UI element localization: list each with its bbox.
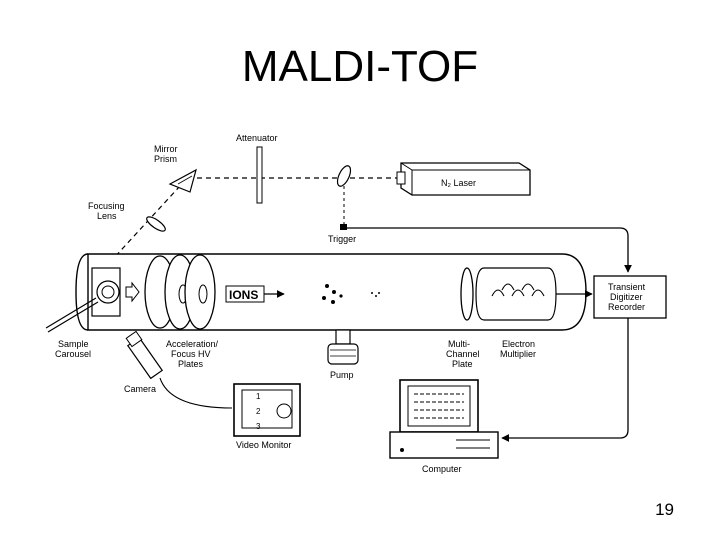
camera: Camera xyxy=(124,330,233,409)
pump: Pump xyxy=(327,329,359,380)
sample-carousel: Sample Carousel xyxy=(45,267,140,359)
em-label-2: Multiplier xyxy=(500,349,536,359)
video-monitor: 1 2 3 Video Monitor xyxy=(233,383,301,450)
beam-splitter xyxy=(336,165,352,230)
multi-channel-plate: Multi- Channel Plate xyxy=(446,267,480,369)
ion-cloud xyxy=(322,284,380,304)
ions-arrow: IONS xyxy=(225,285,285,303)
lens-label: Lens xyxy=(97,211,117,221)
attenuator-label: Attenuator xyxy=(236,133,278,143)
electron-multiplier: Electron Multiplier xyxy=(475,267,557,359)
trigger-label: Trigger xyxy=(328,234,356,244)
attenuator: Attenuator xyxy=(236,133,278,204)
page-number: 19 xyxy=(655,500,674,519)
focusing-lens: Focusing Lens xyxy=(88,201,166,232)
computer-label: Computer xyxy=(422,464,462,474)
camera-label: Camera xyxy=(124,384,156,394)
laser-label: N₂ Laser xyxy=(441,178,476,188)
mirror-label: Mirror xyxy=(154,144,178,154)
focusing-label: Focusing xyxy=(88,201,125,211)
transient-label-2: Digitizer xyxy=(610,292,643,302)
n2-laser: N₂ Laser xyxy=(396,162,531,196)
mcp-label-1: Multi- xyxy=(448,339,470,349)
transient-recorder: Transient Digitizer Recorder xyxy=(593,275,667,319)
acceleration-plates: Acceleration/ Focus HV Plates xyxy=(144,254,219,369)
laser-beam-path xyxy=(111,177,400,261)
transient-label-3: Recorder xyxy=(608,302,645,312)
mcp-label-3: Plate xyxy=(452,359,473,369)
monitor-digit-1: 1 xyxy=(256,392,261,401)
monitor-digit-3: 3 xyxy=(256,422,261,431)
em-label-1: Electron xyxy=(502,339,535,349)
mcp-label-2: Channel xyxy=(446,349,480,359)
monitor-digit-2: 2 xyxy=(256,407,261,416)
computer: Computer xyxy=(389,379,499,474)
slide-title: MALDI-TOF xyxy=(241,42,479,91)
prism-label: Prism xyxy=(154,154,177,164)
accel-label-2: Focus HV xyxy=(171,349,211,359)
mirror-prism: Mirror Prism xyxy=(154,144,197,193)
transient-label-1: Transient xyxy=(608,282,646,292)
pump-label: Pump xyxy=(330,370,354,380)
accel-label-3: Plates xyxy=(178,359,204,369)
recorder-to-computer-line xyxy=(501,318,629,442)
accel-label-1: Acceleration/ xyxy=(166,339,219,349)
trigger-line: Trigger xyxy=(328,227,632,273)
sample-label: Sample xyxy=(58,339,89,349)
carousel-label: Carousel xyxy=(55,349,91,359)
video-monitor-label: Video Monitor xyxy=(236,440,291,450)
ions-label: IONS xyxy=(229,288,258,302)
